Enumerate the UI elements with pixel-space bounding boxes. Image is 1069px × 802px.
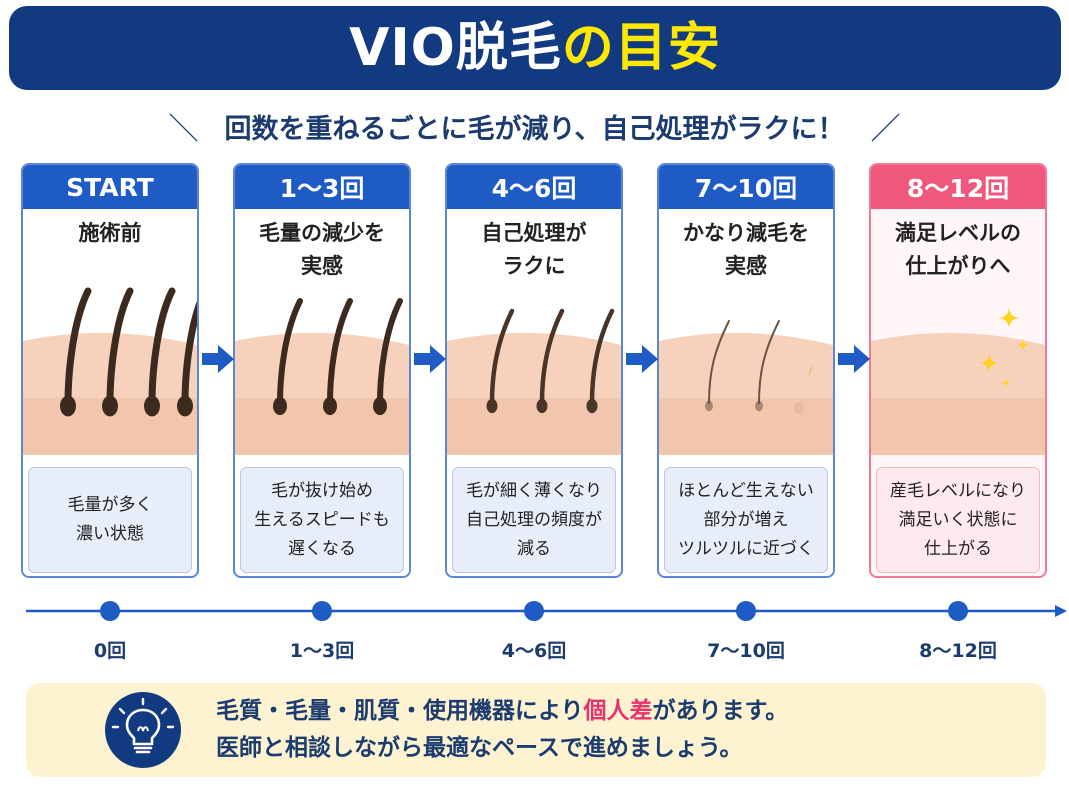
hair-strand <box>708 320 730 404</box>
skin-hair-illustration <box>659 283 833 455</box>
empty-follicle <box>794 402 804 414</box>
stage-badge: 1〜3回 <box>235 165 409 209</box>
stage-badge: 4〜6回 <box>447 165 621 209</box>
sparkle-icon <box>1001 378 1011 388</box>
hair-strand <box>758 320 780 404</box>
note-text: 毛質・毛量・肌質・使用機器により個人差があります。 医師と相談しながら最適なペー… <box>216 693 788 767</box>
stage-description: 毛が細く薄くなり 自己処理の頻度が 減る <box>452 467 616 573</box>
timeline-label: 7〜10回 <box>707 640 785 662</box>
arrow-right-icon <box>838 345 870 373</box>
hair-strand <box>589 308 615 406</box>
stage-title: かなり減毛を 実感 <box>683 221 809 278</box>
stage-title: 自己処理が ラクに <box>481 221 587 278</box>
arrow-right-icon <box>626 345 658 373</box>
subtitle: ＼ 回数を重ねるごとに毛が減り、自己処理がラクに！ ／ <box>0 104 1069 148</box>
slash-left-icon: ＼ <box>168 112 199 147</box>
timeline-dot <box>524 601 544 621</box>
hair-follicle <box>144 395 160 417</box>
note-box: 毛質・毛量・肌質・使用機器により個人差があります。 医師と相談しながら最適なペー… <box>26 683 1046 777</box>
hair-strand <box>181 300 197 407</box>
sparkle-icon <box>978 352 1000 374</box>
hair-strand <box>327 298 353 406</box>
stage-card-4-6: 4〜6回 自己処理が ラクに 毛が細く薄くなり 自己処理の頻度が 減る <box>445 163 623 578</box>
arrow-right-icon <box>414 345 446 373</box>
hair-follicle <box>536 398 548 414</box>
stage-badge: 8〜12回 <box>871 165 1045 209</box>
hair-follicle <box>373 396 387 416</box>
timeline-dot <box>100 601 120 621</box>
hair-follicle <box>705 400 713 412</box>
timeline-label: 0回 <box>93 640 127 662</box>
fine-hair-strand <box>808 366 813 376</box>
stage-card-start: START 施術前 毛量が多く 濃い状態 <box>21 163 199 578</box>
stage-card-8-12: 8〜12回 満足レベルの 仕上がりへ 産毛レベルになり 満足いく状態に 仕上がる <box>869 163 1047 578</box>
stage-badge: START <box>23 165 197 209</box>
hair-strand <box>277 298 303 406</box>
stage-badge: 7〜10回 <box>659 165 833 209</box>
note-line-1-after: があります。 <box>652 698 789 724</box>
hair-follicle <box>60 395 76 417</box>
note-line-2: 医師と相談しながら最適なペースで進めましょう。 <box>216 735 743 761</box>
stage-title: 満足レベルの 仕上がりへ <box>895 221 1021 278</box>
title-accent: の目安 <box>561 18 721 78</box>
skin-hair-illustration <box>235 283 409 455</box>
hair-follicle <box>586 398 598 414</box>
hair-follicle <box>102 395 118 417</box>
stage-description: ほとんど生えない 部分が増え ツルツルに近づく <box>664 467 828 573</box>
timeline-dot <box>736 601 756 621</box>
note-highlight: 個人差 <box>583 698 653 724</box>
skin-lower-layer <box>871 398 1045 455</box>
stage-card-7-10: 7〜10回 かなり減毛を 実感 ほとんど生えない 部分が増え ツルツルに近づく <box>657 163 835 578</box>
hair-strand <box>106 287 134 407</box>
skin-lower-layer <box>659 398 833 455</box>
stage-description: 毛量が多く 濃い状態 <box>28 467 192 573</box>
skin-hair-illustration <box>447 283 621 455</box>
hair-follicle <box>755 400 763 412</box>
stage-card-1-3: 1〜3回 毛量の減少を 実感 毛が抜け始め 生えるスピードも 遅くなる <box>233 163 411 578</box>
subtitle-text: 回数を重ねるごとに毛が減り、自己処理がラクに！ <box>224 113 845 145</box>
timeline-label: 4〜6回 <box>501 640 567 662</box>
note-line-1-before: 毛質・毛量・肌質・使用機器により <box>216 698 584 724</box>
timeline-axis <box>26 601 1067 621</box>
timeline-label: 1〜3回 <box>289 640 355 662</box>
sparkle-icon <box>1016 338 1030 352</box>
hair-strand <box>377 298 403 406</box>
hair-strand <box>148 287 176 407</box>
page-title: VIO脱毛の目安 <box>349 22 721 74</box>
sparkle-icon <box>997 306 1021 330</box>
stage-description: 毛が抜け始め 生えるスピードも 遅くなる <box>240 467 404 573</box>
hair-follicle <box>177 395 193 417</box>
hair-follicle <box>486 398 498 414</box>
skin-sparkle-illustration <box>871 283 1045 455</box>
hair-follicle <box>323 396 337 416</box>
stage-title: 毛量の減少を 実感 <box>259 221 385 278</box>
hair-strand <box>539 308 565 406</box>
stage-description: 産毛レベルになり 満足いく状態に 仕上がる <box>876 467 1040 573</box>
slash-right-icon: ／ <box>870 112 901 147</box>
hair-strand <box>64 287 92 407</box>
note-line-1: 毛質・毛量・肌質・使用機器により個人差があります。 <box>216 693 788 730</box>
timeline-label: 8〜12回 <box>919 640 997 662</box>
hair-follicle <box>273 396 287 416</box>
skin-hair-illustration <box>23 283 197 455</box>
timeline-dot <box>948 601 968 621</box>
arrow-right-icon <box>202 345 234 373</box>
timeline-arrowhead-icon <box>1055 605 1067 617</box>
title-main: VIO脱毛 <box>349 18 562 78</box>
title-banner: VIO脱毛の目安 <box>9 6 1061 90</box>
stage-title: 施術前 <box>78 221 142 245</box>
lightbulb-icon <box>105 692 181 768</box>
timeline-dot <box>312 601 332 621</box>
hair-strand <box>489 308 515 406</box>
